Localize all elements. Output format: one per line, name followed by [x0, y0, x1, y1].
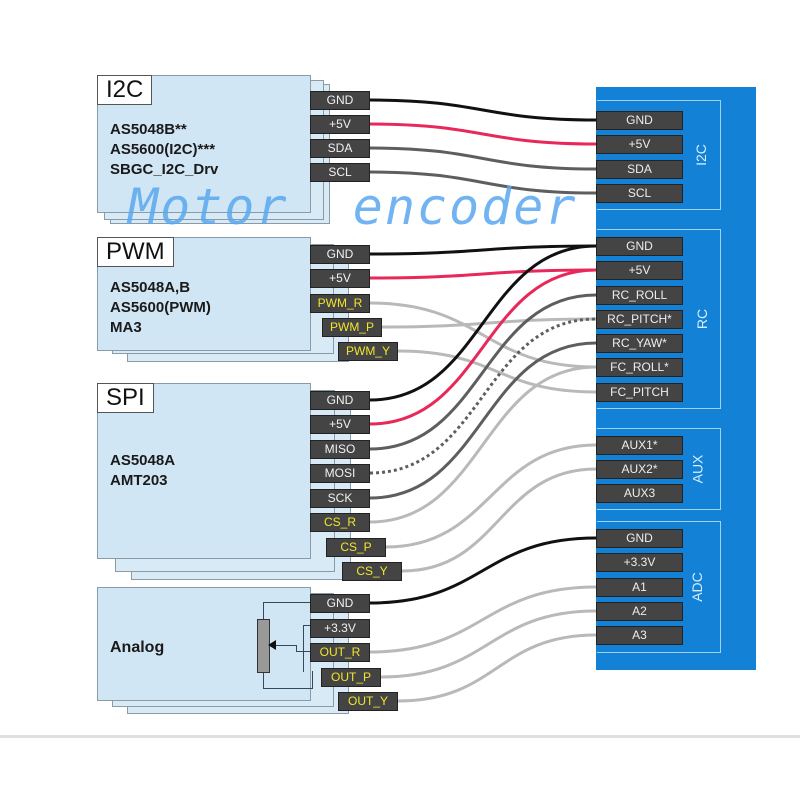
page-divider — [0, 735, 800, 738]
analog-pin-gnd: GND — [310, 594, 370, 613]
spi-pin-5v: +5V — [310, 415, 370, 434]
board-aux3: AUX3 — [596, 484, 683, 503]
wire-spi-miso-to-rc-rcroll — [369, 293, 597, 451]
board-aux1: AUX1* — [596, 436, 683, 455]
model-name: AMT203 — [110, 472, 168, 489]
model-name: AS5600(PWM) — [110, 299, 211, 316]
wire-pwm-pwmp-to-rc-rcpitch — [381, 317, 597, 329]
pot-vcc-wire — [263, 671, 313, 689]
wire-spi-csy-to-aux-aux2 — [401, 467, 597, 573]
group-label-adc: ADC — [689, 572, 706, 602]
pot-vcc-riser — [303, 625, 312, 672]
i2c-pin-5v: +5V — [310, 115, 370, 134]
board-rc-gnd: GND — [596, 237, 683, 256]
wire-pwm-5v-to-rc-5v — [369, 268, 597, 280]
wire-spi-csp-to-aux-aux1 — [385, 443, 597, 549]
board-i2c-gnd: GND — [596, 111, 683, 130]
board-fc-pitch: FC_PITCH — [596, 383, 683, 402]
pwm-tag: PWM — [97, 237, 174, 267]
wire-pwm-gnd-to-rc-gnd — [369, 244, 597, 256]
board-rc-5v: +5V — [596, 261, 683, 280]
spi-pin-miso: MISO — [310, 440, 370, 459]
board-adc-a1: A1 — [596, 578, 683, 597]
board-fc-roll: FC_ROLL* — [596, 358, 683, 377]
pot-wiper-wire — [274, 645, 297, 652]
wire-analog-outr-to-adc-a1 — [369, 585, 597, 654]
analog-pin-3v3: +3.3V — [310, 619, 370, 638]
pwm-pin-pwm-y: PWM_Y — [338, 342, 398, 361]
wire-spi-mosi-to-rc-rcpitch — [369, 317, 597, 475]
i2c-pin-sda: SDA — [310, 139, 370, 158]
board-i2c-scl: SCL — [596, 184, 683, 203]
wire-spi-sck-to-rc-rcyaw — [369, 341, 597, 500]
spi-pin-gnd: GND — [310, 391, 370, 410]
model-name: AS5048A,B — [110, 279, 191, 296]
board-aux2: AUX2* — [596, 460, 683, 479]
pwm-pin-5v: +5V — [310, 269, 370, 288]
wire-pwm-pwmr-to-rc-fcroll — [369, 301, 597, 369]
spi-pin-sck: SCK — [310, 489, 370, 508]
spi-pin-mosi: MOSI — [310, 464, 370, 483]
analog-pin-out-p: OUT_P — [321, 668, 381, 687]
wire-analog-outy-to-adc-a3 — [397, 633, 597, 703]
board-adc-a2: A2 — [596, 602, 683, 621]
board-i2c-sda: SDA — [596, 160, 683, 179]
wire-analog-outp-to-adc-a2 — [380, 609, 597, 679]
spi-models: AS5048A AMT203 — [110, 451, 175, 491]
model-name: AS5048A — [110, 452, 176, 469]
group-label-rc: RC — [693, 308, 710, 330]
board-rc-roll: RC_ROLL — [596, 286, 683, 305]
group-i2c: I2C — [597, 100, 721, 210]
pwm-pin-gnd: GND — [310, 245, 370, 264]
model-name: SBGC_I2C_Drv — [110, 161, 219, 178]
model-name: MA3 — [110, 319, 142, 336]
wire-i2c-gnd-to-i2c-gnd — [369, 98, 597, 122]
i2c-models: AS5048B** AS5600(I2C)*** SBGC_I2C_Drv — [110, 120, 218, 180]
board-adc-a3: A3 — [596, 626, 683, 645]
spi-tag: SPI — [97, 383, 154, 413]
wire-i2c-sda-to-i2c-sda — [369, 146, 597, 171]
watermark-text: Motor encoder — [128, 178, 578, 236]
wire-spi-csr-to-rc-fcroll — [369, 365, 597, 524]
wire-pwm-pwmy-to-rc-fcpitch — [397, 349, 597, 394]
wire-spi-5v-to-rc-5v — [369, 268, 597, 426]
pot-wiper-out — [296, 651, 310, 652]
group-rc: RC — [597, 229, 721, 409]
i2c-tag: I2C — [97, 75, 153, 105]
wire-i2c-5v-to-i2c-5v — [369, 122, 597, 146]
board-adc-3v3: +3.3V — [596, 553, 683, 572]
spi-pin-cs-r: CS_R — [310, 513, 370, 532]
i2c-pin-scl: SCL — [310, 163, 370, 182]
group-label-aux: AUX — [689, 454, 706, 484]
group-label-i2c: I2C — [693, 144, 710, 166]
analog-pin-out-y: OUT_Y — [338, 692, 398, 711]
wiper-arrow-icon — [268, 640, 276, 650]
board-rc-yaw: RC_YAW* — [596, 334, 683, 353]
group-adc: ADC — [597, 521, 721, 653]
group-aux: AUX — [597, 428, 721, 510]
pot-gnd-wire — [263, 602, 312, 620]
board-i2c-5v: +5V — [596, 135, 683, 154]
analog-label: Analog — [110, 639, 165, 656]
board-adc-gnd: GND — [596, 529, 683, 548]
spi-pin-cs-p: CS_P — [326, 538, 386, 557]
analog-pin-out-r: OUT_R — [310, 643, 370, 662]
model-name: AS5600(I2C)*** — [110, 141, 216, 158]
pwm-pin-pwm-p: PWM_P — [322, 318, 382, 337]
i2c-pin-gnd: GND — [310, 91, 370, 110]
pwm-models: AS5048A,B AS5600(PWM) MA3 — [110, 278, 211, 338]
wire-spi-gnd-to-rc-gnd — [369, 244, 597, 402]
wire-analog-gnd-to-adc-gnd — [369, 536, 597, 605]
model-name: AS5048B** — [110, 121, 187, 138]
pwm-pin-pwm-r: PWM_R — [310, 294, 370, 313]
spi-pin-cs-y: CS_Y — [342, 562, 402, 581]
board-rc-pitch: RC_PITCH* — [596, 310, 683, 329]
